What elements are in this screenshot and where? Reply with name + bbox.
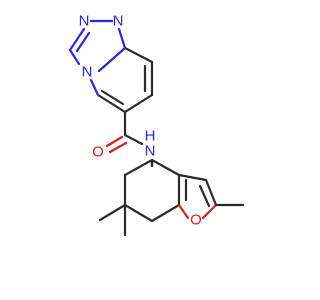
bond-c7-c6 <box>123 93 154 114</box>
bond-c6-c5-double <box>100 89 125 106</box>
bond-c8a-c8 <box>123 46 154 64</box>
bond-c6-c5 <box>96 93 127 114</box>
bond-c6-c7 <box>123 203 154 223</box>
bond-c7-c7a <box>150 203 181 223</box>
bond-carbonyl-o <box>105 135 124 148</box>
atom-n3: N <box>82 64 93 81</box>
bond-n2-c8a <box>117 27 127 50</box>
bond-c3a-c3 <box>177 173 208 182</box>
bond-n1-c3 <box>68 27 86 52</box>
bond-c5-n4 <box>89 78 100 97</box>
atom-o-carbonyl: O <box>92 144 104 161</box>
bond-c6-methyl-a <box>98 203 127 222</box>
bond-c3-c2-double <box>198 184 211 208</box>
bond-c8a-n4 <box>97 46 127 73</box>
bond-c2-o <box>201 203 218 220</box>
atom-n2: N <box>113 13 124 30</box>
bond-c4-c5 <box>123 158 154 177</box>
bond-o-c7a <box>177 203 190 220</box>
bond-n1-c3-double <box>75 31 91 53</box>
atom-n1: N <box>79 13 90 30</box>
bond-carbonyl-o-double <box>108 141 128 154</box>
bond-c4-c3a <box>150 158 181 177</box>
atom-nh: N <box>145 143 156 160</box>
atom-h: H <box>145 128 156 145</box>
bond-carbonyl-nh <box>123 133 144 146</box>
atom-o-furan: O <box>190 212 202 229</box>
bond-c3-c2 <box>204 178 218 207</box>
bond-c3-n4 <box>68 48 81 66</box>
molecule-structure-diagram: N N N O N H O <box>68 13 245 237</box>
